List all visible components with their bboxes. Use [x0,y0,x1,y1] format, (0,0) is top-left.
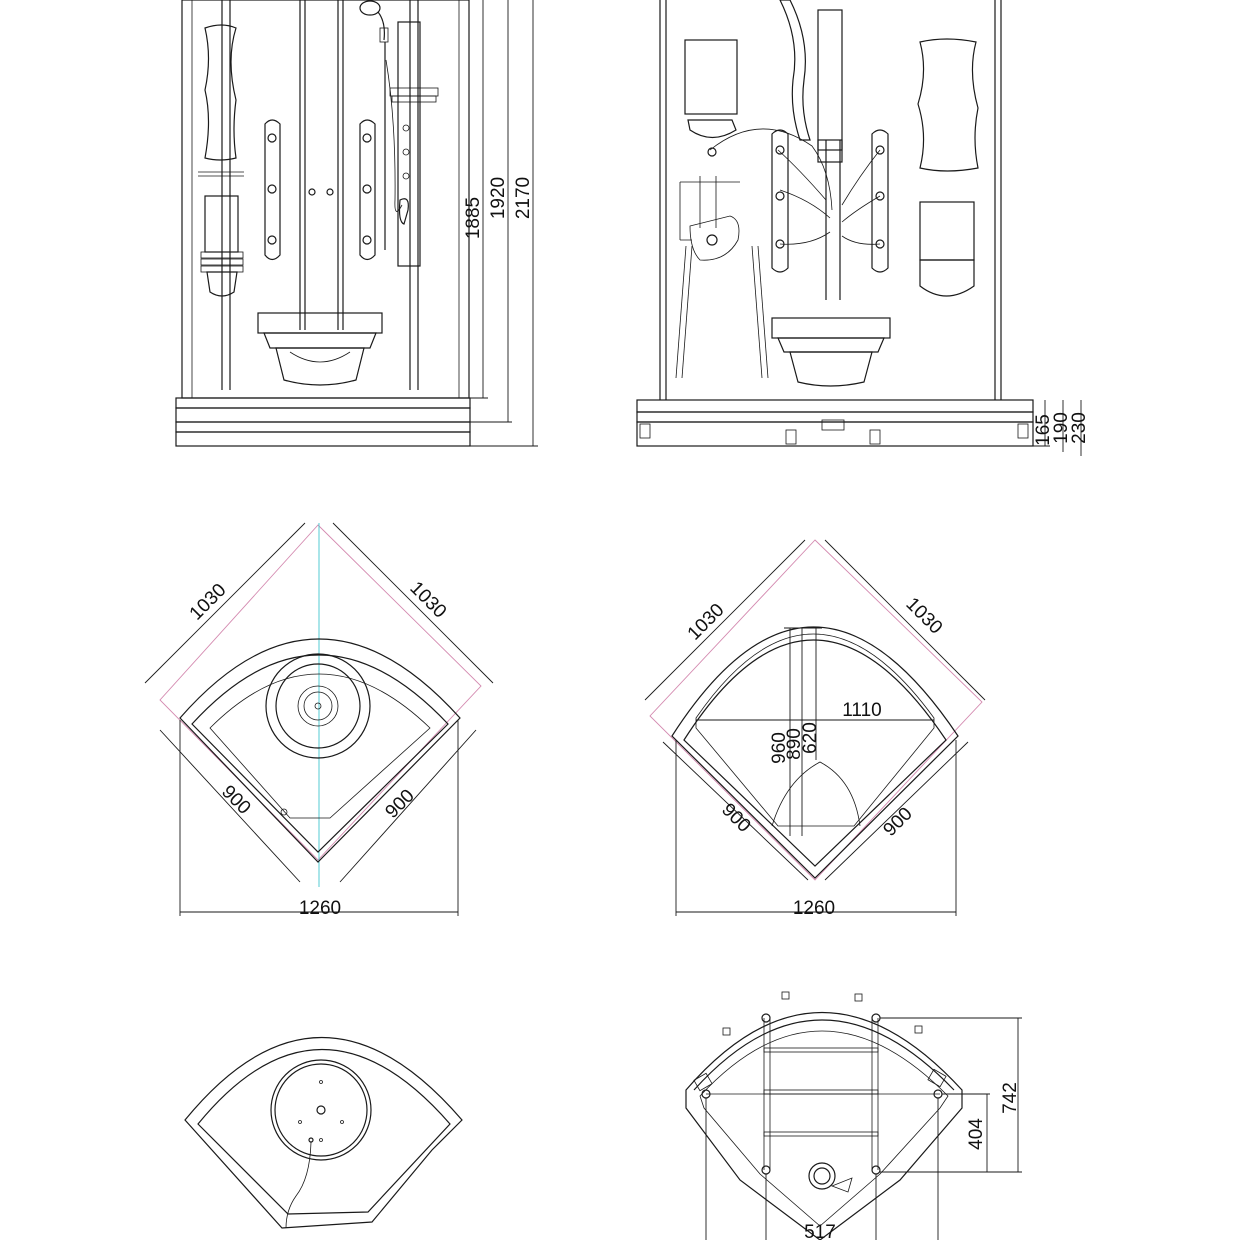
base-width-517: 517 [804,1222,836,1240]
top-left-side-900-right: 900 [381,785,418,822]
side-height-230: 230 [1069,412,1090,444]
side-height-190: 190 [1051,412,1072,444]
top-right-width-1260: 1260 [793,898,835,919]
top-right-diag-1030-right: 1030 [902,594,947,639]
top-plan-view-left: 1030 1030 900 900 1260 [144,522,494,919]
base-underside-view: 742 404 517 [685,991,1022,1240]
top-left-side-900-left: 900 [217,781,254,818]
base-height-742: 742 [1000,1082,1021,1114]
front-elevation-view: 1885 1920 2170 [175,0,538,447]
base-height-404: 404 [966,1118,987,1150]
top-plan-view-right: 1030 1030 1110 960 890 620 900 900 1260 [644,539,986,919]
top-right-depth-960: 960 [769,732,790,764]
top-left-width-1260: 1260 [299,898,341,919]
top-right-side-900-left: 900 [717,799,754,836]
front-height-2170: 2170 [513,177,534,219]
top-left-diag-1030-left: 1030 [186,580,231,625]
top-right-depth-620: 620 [800,722,821,754]
top-right-width-1110: 1110 [842,700,881,721]
top-right-diag-1030-left: 1030 [684,600,729,645]
top-right-depth-890: 890 [784,728,805,760]
side-height-165: 165 [1033,414,1054,446]
top-left-diag-1030-right: 1030 [406,578,451,623]
side-elevation-view: 165 190 230 [636,0,1090,456]
front-height-1920: 1920 [488,177,509,219]
roof-top-view [184,1036,463,1229]
front-height-1885: 1885 [463,197,484,239]
